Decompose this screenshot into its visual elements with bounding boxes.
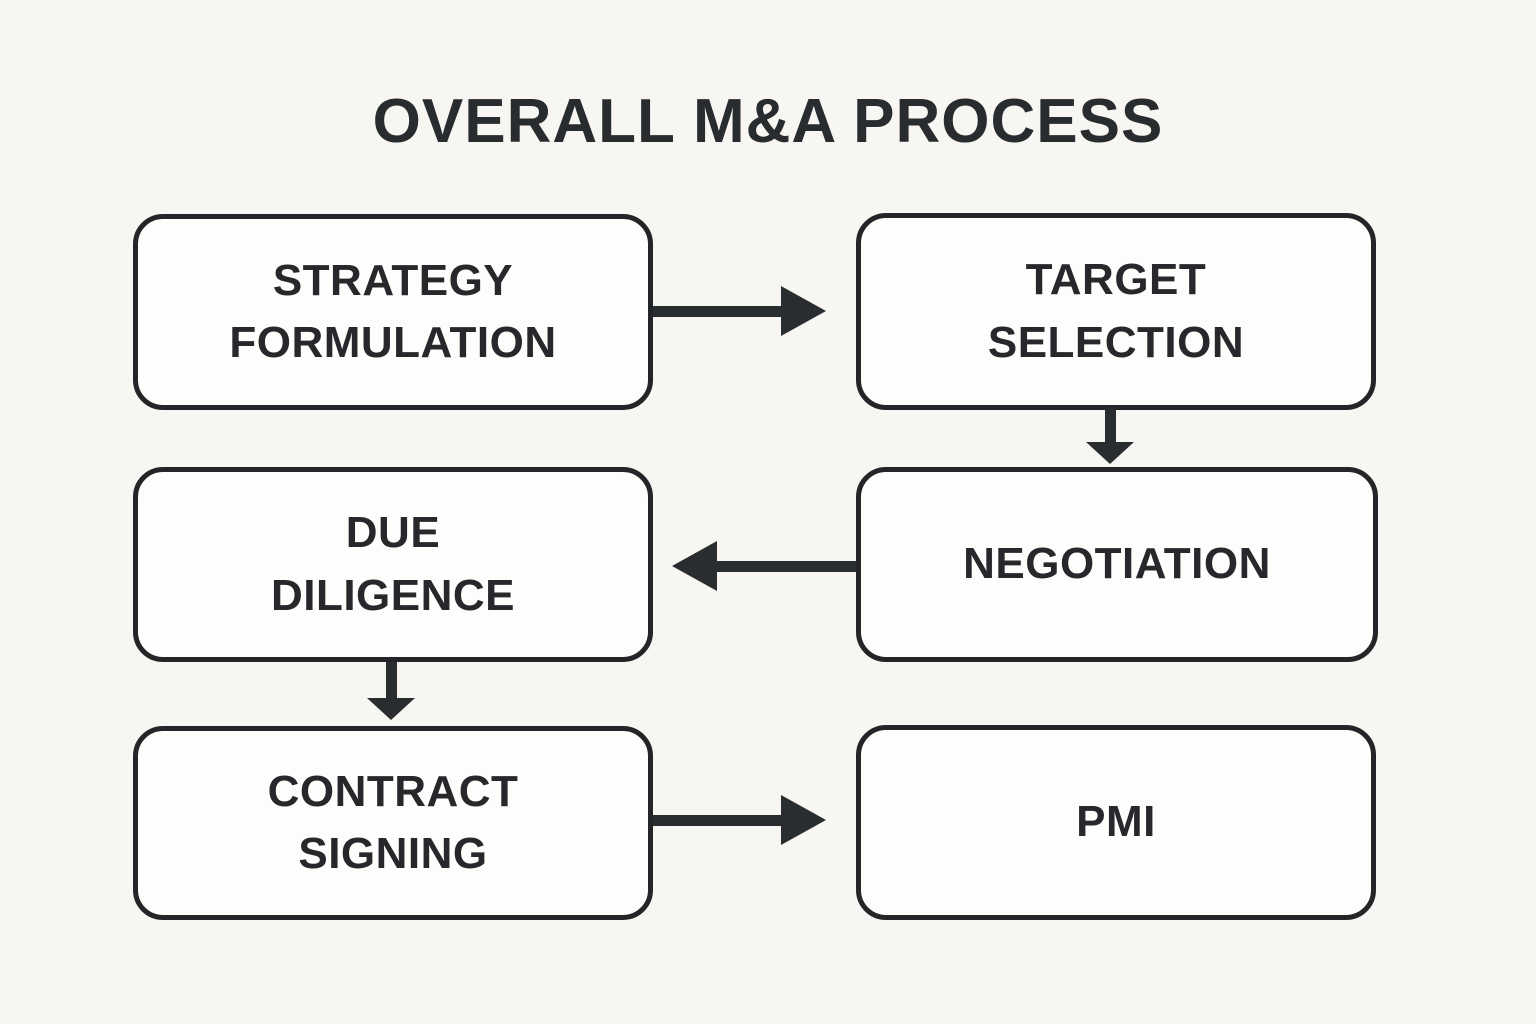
node-label: NEGOTIATION	[963, 539, 1271, 589]
node-label: STRATEGY FORMULATION	[229, 255, 557, 367]
arrow-head	[1086, 442, 1134, 464]
node-contract-signing: CONTRACT SIGNING	[133, 726, 653, 920]
node-pmi: PMI	[856, 725, 1376, 920]
arrow-head	[367, 698, 415, 720]
node-due-diligence: DUE DILIGENCE	[133, 467, 653, 662]
node-target-selection: TARGET SELECTION	[856, 213, 1376, 410]
node-label: TARGET SELECTION	[987, 255, 1245, 367]
arrow-shaft	[1105, 408, 1116, 444]
arrow-head	[781, 286, 826, 336]
arrow-head	[781, 795, 826, 845]
arrow-shaft	[653, 306, 783, 317]
arrow-head	[672, 541, 717, 591]
arrow-shaft	[717, 561, 856, 572]
arrow-shaft	[653, 815, 783, 826]
node-label: PMI	[1076, 797, 1156, 847]
node-label: CONTRACT SIGNING	[267, 766, 519, 878]
node-negotiation: NEGOTIATION	[856, 467, 1378, 662]
diagram-title: OVERALL M&A PROCESS	[372, 87, 1164, 156]
node-label: DUE DILIGENCE	[270, 508, 516, 620]
node-strategy-formulation: STRATEGY FORMULATION	[133, 214, 653, 410]
arrow-shaft	[386, 662, 397, 700]
